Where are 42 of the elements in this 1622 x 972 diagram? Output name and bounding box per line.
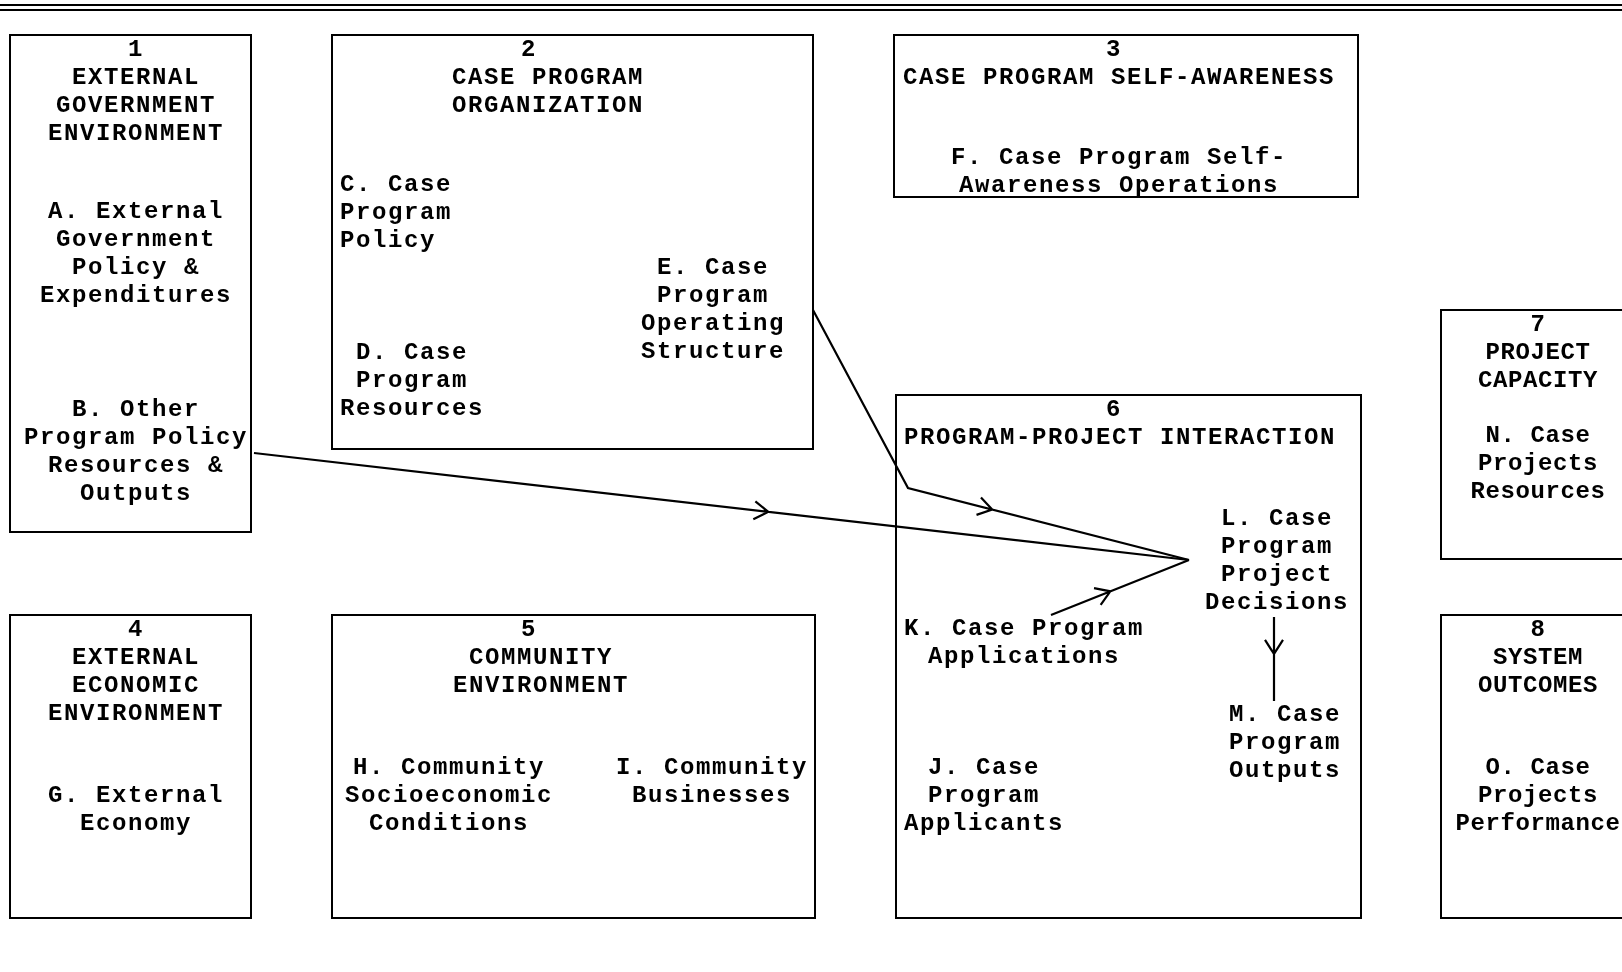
box-number: 4 <box>127 616 145 644</box>
component-box <box>9 614 252 919</box>
box-number: 6 <box>1105 396 1123 424</box>
box-heading: CASE PROGRAM SELF-AWARENESS <box>901 64 1337 92</box>
component-label: F. Case Program Self-Awareness Operations <box>949 144 1289 200</box>
component-label: L. Case Program Project Decisions <box>1189 505 1365 617</box>
component-box <box>1440 309 1622 560</box>
box-number: 8 <box>1529 616 1547 644</box>
component-label: N. Case Projects Resources <box>1469 422 1607 506</box>
component-label: O. Case Projects Performance <box>1454 754 1622 838</box>
component-label: G. External Economy <box>47 782 225 838</box>
arrow <box>811 308 1191 562</box>
component-label: A. External Government Policy & Expenditures <box>39 198 233 310</box>
component-label: K. Case Program Applications <box>901 615 1147 671</box>
component-label: B. Other Program Policy Resources & Outputs <box>18 396 254 508</box>
component-box <box>331 34 814 450</box>
component-box <box>331 614 816 919</box>
box-number: 3 <box>1105 36 1123 64</box>
box-heading: PROJECT CAPACITY <box>1477 339 1599 395</box>
component-label: C. Case Program Policy <box>340 171 454 255</box>
box-heading: PROGRAM-PROJECT INTERACTION <box>902 424 1338 452</box>
component-label: J. Case Program Applicants <box>903 754 1065 838</box>
component-label: H. Community Socioeconomic Conditions <box>344 754 554 838</box>
box-heading: CASE PROGRAM ORGANIZATION <box>451 64 645 120</box>
box-heading: COMMUNITY ENVIRONMENT <box>452 644 630 700</box>
component-box <box>895 394 1362 919</box>
arrow <box>1049 558 1191 617</box>
box-number: 2 <box>520 36 538 64</box>
box-heading: EXTERNAL GOVERNMENT ENVIRONMENT <box>47 64 225 148</box>
box-heading: SYSTEM OUTCOMES <box>1477 644 1599 700</box>
component-label: E. Case Program Operating Structure <box>613 254 813 366</box>
box-number: 1 <box>127 36 145 64</box>
component-label: D. Case Program Resources <box>339 339 485 423</box>
component-box <box>1440 614 1622 919</box>
box-heading: EXTERNAL ECONOMIC ENVIRONMENT <box>47 644 225 728</box>
component-box <box>9 34 252 533</box>
component-label: M. Case Program Outputs <box>1205 701 1365 785</box>
arrow <box>1263 615 1285 703</box>
component-label: I. Community Businesses <box>615 754 809 810</box>
box-number: 5 <box>520 616 538 644</box>
box-number: 7 <box>1529 311 1547 339</box>
component-box <box>893 34 1359 198</box>
